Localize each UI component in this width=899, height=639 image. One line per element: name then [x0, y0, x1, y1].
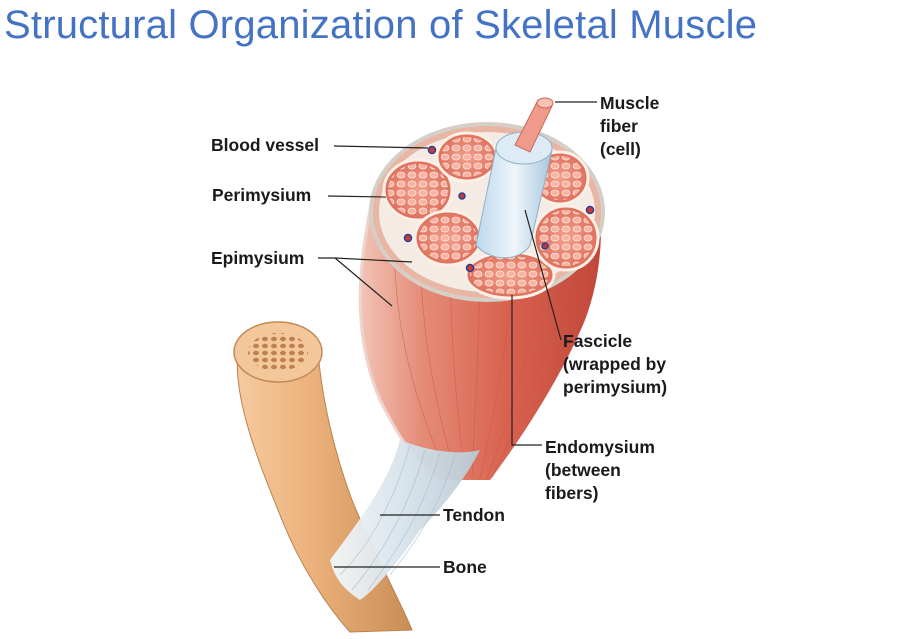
- muscle-fiber-label: Muscle fiber (cell): [600, 92, 659, 161]
- bone-label: Bone: [443, 557, 487, 577]
- fascicle: [413, 209, 483, 267]
- perimysium-line: [327, 195, 387, 198]
- muscle-fiber-strand: [514, 97, 554, 153]
- pulled-fascicle: [475, 131, 553, 259]
- endomysium-label-line: fibers): [545, 483, 599, 503]
- endomysium-label-line: Endomysium: [545, 437, 655, 457]
- tendon-label: Tendon: [443, 505, 505, 525]
- fascicle-label-line: (wrapped by: [563, 354, 667, 374]
- fascicle-label-line: perimysium): [563, 377, 668, 397]
- blood-vessel-dots: [403, 145, 595, 273]
- endomysium-label-line: (between: [545, 460, 621, 480]
- fascicle: [382, 158, 454, 222]
- perimysium-label: Perimysium: [212, 185, 312, 205]
- blood-vessel-label: Blood vessel: [211, 135, 319, 155]
- fascicle: [435, 131, 499, 183]
- blood-vessel-line: [333, 145, 429, 149]
- tendon-shape: [330, 440, 480, 600]
- endomysium-line: [511, 295, 542, 446]
- endomysium-label: Endomysium (between fibers): [545, 436, 655, 505]
- muscle-fiber-label-line: Muscle: [600, 93, 660, 113]
- leader-lines: [318, 101, 597, 568]
- page-title: Structural Organization of Skeletal Musc…: [4, 3, 758, 47]
- fascicle-label: Fascicle (wrapped by perimysium): [563, 330, 667, 399]
- epimysium-line-2: [334, 257, 393, 307]
- fascicle-group: [382, 131, 600, 300]
- fascicle: [532, 204, 600, 272]
- fascicle-line: [524, 209, 562, 341]
- fascicle: [464, 250, 556, 300]
- muscle-fiber-label-line: fiber: [600, 116, 638, 136]
- muscle-fiber-label-line: (cell): [600, 139, 641, 159]
- epimysium-label: Epimysium: [211, 248, 305, 268]
- fascicle-label-line: Fascicle: [563, 331, 633, 351]
